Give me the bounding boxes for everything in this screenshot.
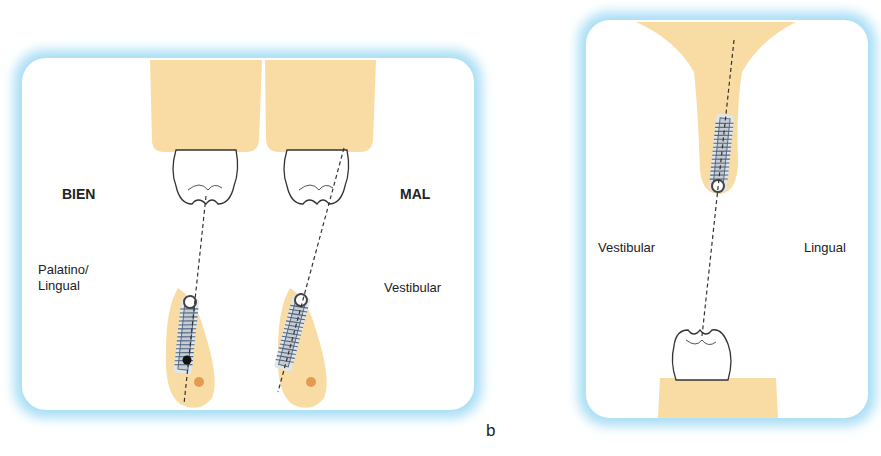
tooth-crown bbox=[173, 150, 238, 204]
screw-thread bbox=[277, 354, 295, 361]
axis-line bbox=[184, 196, 206, 404]
screw-thread bbox=[176, 347, 194, 351]
figure-letter: b bbox=[486, 420, 495, 441]
screw-thread bbox=[179, 323, 197, 327]
implant-sleeve bbox=[174, 297, 200, 374]
screw-thread bbox=[179, 319, 197, 323]
screw-thread bbox=[178, 327, 196, 331]
screw-thread bbox=[286, 319, 304, 326]
screw-thread bbox=[177, 339, 195, 343]
screw-thread bbox=[278, 350, 296, 357]
nerve-canal bbox=[306, 377, 316, 387]
crown-fissure bbox=[686, 340, 716, 345]
side-label: Vestibular bbox=[598, 240, 655, 256]
screw-thread bbox=[289, 307, 307, 314]
crown-fissure bbox=[188, 185, 222, 190]
screw-thread bbox=[288, 311, 306, 318]
screw-thread bbox=[276, 358, 294, 365]
bone-ridge bbox=[278, 288, 327, 408]
axis-line bbox=[702, 40, 734, 336]
panel-label: MAL bbox=[400, 186, 430, 204]
side-label: Palatino/ Lingual bbox=[38, 262, 102, 295]
implant bbox=[174, 295, 200, 374]
screw-thread bbox=[285, 323, 303, 330]
screw-thread bbox=[177, 335, 195, 339]
panel bbox=[22, 58, 474, 410]
axis-line bbox=[278, 148, 344, 392]
crown-fissure bbox=[299, 185, 333, 190]
screw-thread bbox=[279, 346, 297, 353]
panel-label: BIEN bbox=[62, 186, 95, 204]
panel bbox=[586, 20, 868, 418]
screw-thread bbox=[179, 315, 197, 319]
screw-thread bbox=[280, 342, 298, 349]
side-label: Lingual bbox=[804, 240, 846, 256]
tooth-crown bbox=[672, 330, 731, 380]
side-label: Vestibular bbox=[384, 280, 441, 296]
screw-thread bbox=[283, 331, 301, 338]
screw-thread bbox=[287, 315, 305, 322]
lower-jaw bbox=[658, 378, 778, 418]
implant bbox=[274, 292, 312, 372]
screw-thread bbox=[176, 343, 194, 347]
screw-thread bbox=[284, 327, 302, 334]
screw-thread bbox=[178, 331, 196, 335]
apex-point bbox=[183, 356, 192, 365]
upper-jaw bbox=[150, 60, 262, 152]
screw-thread bbox=[176, 351, 194, 355]
upper-jaw bbox=[265, 60, 376, 152]
tooth-crown bbox=[284, 150, 349, 204]
screw-thread bbox=[282, 334, 300, 341]
panel-glow bbox=[578, 12, 876, 426]
bone-ridge bbox=[636, 22, 796, 194]
panel-glow bbox=[14, 50, 482, 418]
screw-thread bbox=[180, 311, 198, 315]
bone-ridge bbox=[166, 288, 215, 408]
screw-thread bbox=[281, 338, 299, 345]
nerve-canal bbox=[194, 377, 204, 387]
implant-head bbox=[711, 179, 724, 192]
